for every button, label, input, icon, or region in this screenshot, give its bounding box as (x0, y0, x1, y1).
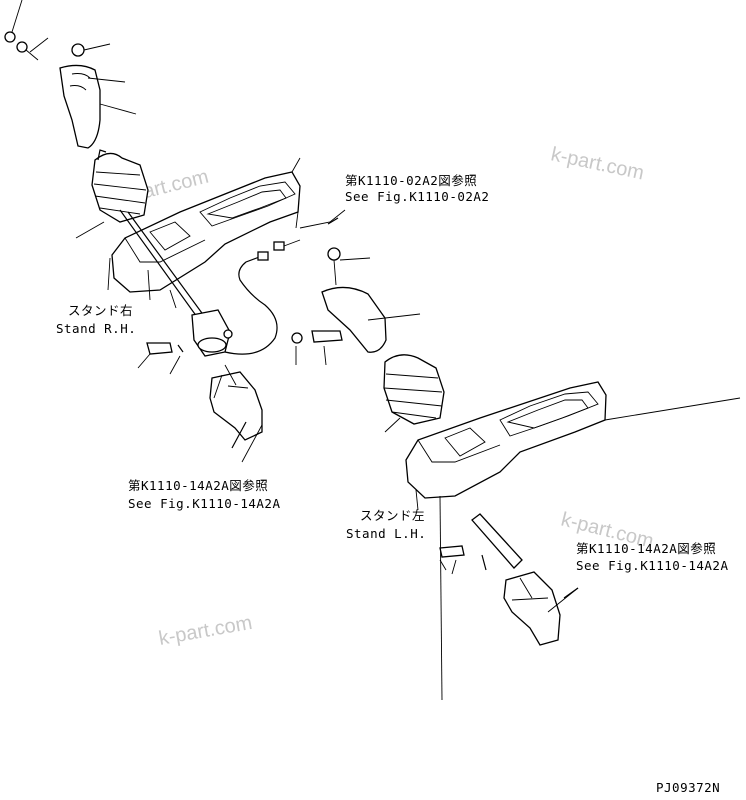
stand-lh-label-en: Stand L.H. (346, 526, 426, 541)
lh-lower-valve (439, 513, 561, 646)
stand-rh-drawing (111, 157, 301, 293)
stand-rh-label-en: Stand R.H. (56, 321, 136, 336)
leader-lines (11, 0, 579, 701)
stand-rh-label-jp: スタンド右 (68, 303, 133, 318)
drawing-number: PJ09372N (656, 780, 720, 795)
rh-lever-assembly (4, 31, 219, 336)
watermark: k-part.com (549, 143, 646, 184)
ref-mid-en: See Fig.K1110-14A2A (128, 496, 281, 511)
rh-valve-and-cable (146, 239, 301, 449)
ref-right-jp: 第K1110-14A2A図参照 (576, 541, 716, 556)
ref-mid-jp: 第K1110-14A2A図参照 (128, 478, 268, 493)
ref-right-en: See Fig.K1110-14A2A (576, 558, 729, 573)
lh-lever-assembly (291, 247, 445, 425)
stand-lh-label-jp: スタンド左 (360, 508, 425, 523)
watermark: k-part.com (157, 612, 254, 650)
ref-top-en: See Fig.K1110-02A2 (345, 189, 489, 204)
annotations: 第K1110-02A2図参照 See Fig.K1110-02A2 スタンド右 … (56, 173, 729, 795)
ref-top-jp: 第K1110-02A2図参照 (345, 173, 477, 188)
stand-lh-drawing (405, 381, 741, 499)
